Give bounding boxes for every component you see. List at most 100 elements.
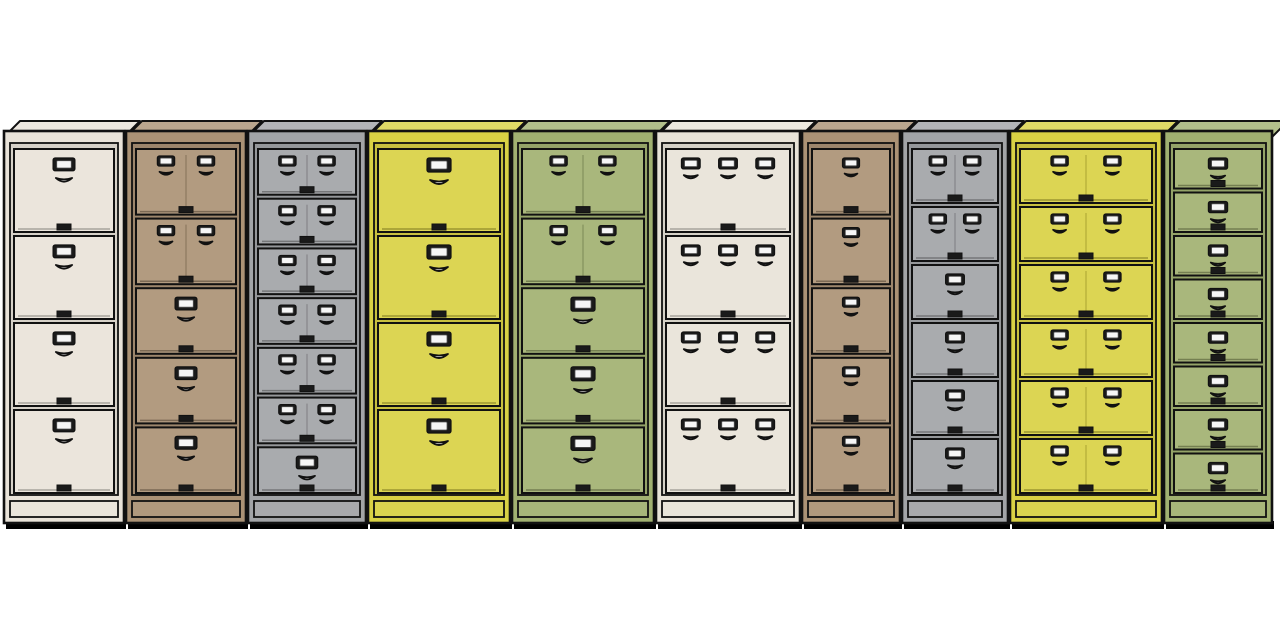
cabinet-3 [246, 120, 383, 525]
drawer-front[interactable] [13, 322, 115, 407]
cabinet-10 [1162, 120, 1280, 525]
drawer-cabinet-3-5[interactable] [257, 346, 357, 395]
drawer-cabinet-5-2[interactable] [521, 217, 645, 286]
drawer-cabinet-4-4[interactable] [377, 409, 501, 494]
cabinet-8-base [907, 500, 1003, 518]
drawer-cabinet-4-2[interactable] [377, 235, 501, 320]
drawer-cabinet-7-5[interactable] [811, 426, 891, 494]
cabinet-7-2-label-card [844, 229, 858, 236]
drawer-cabinet-2-1[interactable] [135, 148, 237, 216]
drawer-cabinet-2-5[interactable] [135, 426, 237, 494]
drawer-cabinet-5-3[interactable] [521, 287, 645, 355]
cabinet-10-base [1169, 500, 1267, 518]
drawer-cabinet-6-4[interactable] [665, 409, 791, 494]
drawer-cabinet-10-8[interactable] [1173, 452, 1263, 494]
cabinet-3-6-left-label-card [281, 406, 294, 413]
drawer-cabinet-3-1[interactable] [257, 148, 357, 196]
cabinet-3-2-left-label-card [281, 207, 294, 215]
drawer-cabinet-7-3[interactable] [811, 287, 891, 355]
drawer-foot-icon [843, 206, 859, 214]
drawer-cabinet-5-1[interactable] [521, 148, 645, 216]
drawer-cabinet-9-5[interactable] [1019, 380, 1153, 436]
drawer-cabinet-9-2[interactable] [1019, 206, 1153, 262]
cabinet-2-5-label-card [178, 438, 194, 447]
drawer-foot-icon [299, 235, 315, 243]
drawer-foot-icon [1210, 267, 1226, 274]
cabinet-8-5-label-card [948, 391, 962, 400]
drawer-cabinet-10-4[interactable] [1173, 278, 1263, 320]
drawer-cabinet-10-7[interactable] [1173, 409, 1263, 451]
cabinet-5-2-left-label-card [552, 227, 565, 234]
cabinet-10-7-drawer-pull-icon [1209, 435, 1227, 441]
cabinet-7-5-drawer-pull-icon [843, 451, 859, 456]
drawer-cabinet-10-2[interactable] [1173, 191, 1263, 233]
drawer-cabinet-8-4[interactable] [911, 322, 999, 378]
drawer-cabinet-1-1[interactable] [13, 148, 115, 233]
drawer-foot-icon [575, 484, 591, 492]
drawer-cabinet-6-1[interactable] [665, 148, 791, 233]
drawer-cabinet-4-1[interactable] [377, 148, 501, 233]
drawer-cabinet-2-4[interactable] [135, 356, 237, 425]
drawer-cabinet-1-4[interactable] [13, 409, 115, 494]
drawer-cabinet-7-4[interactable] [811, 356, 891, 425]
drawer-cabinet-9-3[interactable] [1019, 264, 1153, 320]
cabinet-3-3-left-label-card [281, 257, 294, 264]
drawer-cabinet-6-3[interactable] [665, 322, 791, 407]
cabinet-6-2-slot-1-label-card [684, 246, 698, 254]
drawer-cabinet-10-6[interactable] [1173, 365, 1263, 407]
cabinet-6-3-slot-1-drawer-pull-icon [682, 348, 699, 354]
cabinet-3-base [253, 500, 361, 518]
cabinet-4-1-label-card [430, 160, 448, 170]
drawer-cabinet-1-3[interactable] [13, 322, 115, 407]
drawer-foot-icon [1078, 368, 1094, 376]
drawer-cabinet-8-5[interactable] [911, 380, 999, 436]
drawer-cabinet-3-7[interactable] [257, 446, 357, 494]
drawer-cabinet-9-1[interactable] [1019, 148, 1153, 204]
drawer-cabinet-3-6[interactable] [257, 396, 357, 445]
drawer-cabinet-9-4[interactable] [1019, 322, 1153, 378]
cabinet-2-1-right-label-card [199, 157, 213, 165]
drawer-cabinet-3-4[interactable] [257, 297, 357, 345]
drawer-cabinet-6-2[interactable] [665, 235, 791, 320]
drawer-cabinet-10-3[interactable] [1173, 235, 1263, 277]
drawer-cabinet-10-5[interactable] [1173, 322, 1263, 364]
drawer-cabinet-8-1[interactable] [911, 148, 999, 204]
cabinet-6-3-slot-2-label-card [721, 333, 735, 341]
cabinet-9-2-left-label-card [1053, 215, 1066, 223]
drawer-foot-icon [947, 194, 963, 202]
drawer-foot-icon [299, 385, 315, 393]
drawer-cabinet-4-3[interactable] [377, 322, 501, 407]
drawer-cabinet-1-2[interactable] [13, 235, 115, 320]
drawer-foot-icon [299, 434, 315, 442]
cabinet-7 [800, 120, 917, 525]
cabinet-8-2-left-drawer-pull-icon [930, 228, 946, 234]
drawer-cabinet-10-1[interactable] [1173, 148, 1263, 190]
drawer-cabinet-2-3[interactable] [135, 287, 237, 355]
drawer-cabinet-8-2[interactable] [911, 206, 999, 262]
cabinet-2-5-drawer-pull-icon [176, 455, 196, 461]
drawer-cabinet-7-2[interactable] [811, 217, 891, 286]
cabinet-7-4-drawer-pull-icon [843, 381, 859, 387]
drawer-foot-icon [431, 397, 447, 405]
drawer-cabinet-5-5[interactable] [521, 426, 645, 494]
cabinet-6 [654, 120, 817, 525]
cabinet-10-4-label-card [1211, 290, 1225, 298]
drawer-cabinet-7-1[interactable] [811, 148, 891, 216]
drawer-foot-icon [299, 335, 315, 343]
cabinet-3-4-left-label-card [281, 306, 294, 314]
drawer-cabinet-8-6[interactable] [911, 438, 999, 494]
cabinet-7-1-label-card [844, 159, 858, 167]
drawer-cabinet-9-6[interactable] [1019, 438, 1153, 494]
cabinet-6-4-slot-1-label-card [684, 420, 698, 428]
cabinet-2-4-label-card [178, 369, 194, 378]
drawer-cabinet-5-4[interactable] [521, 356, 645, 425]
cabinet-9-1-right-drawer-pull-icon [1105, 170, 1120, 176]
cabinet-3-5-right-label-card [320, 356, 333, 364]
drawer-cabinet-3-2[interactable] [257, 197, 357, 246]
cabinet-1-3-drawer-pull-icon [54, 351, 74, 357]
drawer-cabinet-3-3[interactable] [257, 247, 357, 296]
drawer-cabinet-8-3[interactable] [911, 264, 999, 320]
drawer-foot-icon [843, 275, 859, 283]
drawer-cabinet-2-2[interactable] [135, 217, 237, 286]
cabinet-9-6-left-drawer-pull-icon [1052, 460, 1067, 466]
